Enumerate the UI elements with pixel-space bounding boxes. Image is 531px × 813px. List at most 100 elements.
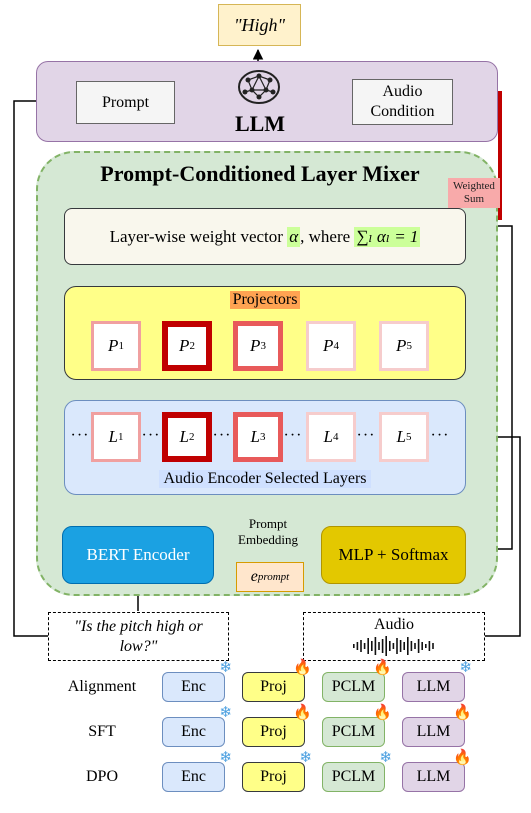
waveform-icon bbox=[304, 635, 484, 657]
where-text: , where bbox=[300, 226, 351, 246]
fire-icon: 🔥 bbox=[373, 660, 392, 676]
encoder-label-wrap: Audio Encoder Selected Layers bbox=[110, 468, 420, 490]
audio-input-box: Audio bbox=[303, 612, 485, 661]
ellipsis-3: ··· bbox=[212, 427, 232, 444]
legend-llm-box: LLM❄ bbox=[402, 661, 472, 702]
legend-box-label: Proj bbox=[260, 768, 287, 785]
waveform-bar bbox=[410, 641, 413, 651]
legend-box-label: PCLM bbox=[331, 678, 376, 695]
waveform-bar bbox=[378, 642, 380, 650]
mlp-softmax-box: MLP + Softmax bbox=[321, 526, 466, 584]
mlp-label: MLP + Softmax bbox=[338, 545, 449, 564]
waveform-bar bbox=[432, 643, 434, 649]
waveform-bar bbox=[396, 638, 398, 654]
waveform-bar bbox=[371, 641, 373, 651]
projector-subscript: 5 bbox=[406, 340, 412, 352]
layer-subscript: 5 bbox=[405, 431, 412, 443]
projector-name: P bbox=[396, 336, 407, 355]
fire-icon: 🔥 bbox=[453, 750, 472, 766]
legend-proj-box: Proj🔥 bbox=[242, 661, 312, 702]
layer-subscript: 4 bbox=[332, 431, 339, 443]
legend-box-label: Enc bbox=[181, 768, 206, 785]
fire-icon: 🔥 bbox=[453, 705, 472, 721]
layer-subscript: 1 bbox=[117, 431, 124, 443]
ellipsis-5: ··· bbox=[356, 427, 376, 444]
snowflake-icon: ❄ bbox=[299, 750, 312, 766]
layer-name: L bbox=[108, 427, 118, 446]
fire-icon: 🔥 bbox=[293, 660, 312, 676]
layer-name: L bbox=[179, 427, 189, 446]
ellipsis-1: ··· bbox=[70, 427, 90, 444]
prompt-label: Prompt bbox=[101, 93, 150, 111]
legend-enc-box: Enc❄ bbox=[162, 661, 232, 702]
waveform-bar bbox=[360, 640, 362, 652]
llm-title: LLM bbox=[234, 111, 286, 136]
snowflake-icon: ❄ bbox=[219, 705, 232, 721]
legend-box-label: Enc bbox=[181, 723, 206, 740]
audio-label: Audio bbox=[374, 616, 414, 633]
audio-condition-box: Audio Condition bbox=[352, 79, 453, 125]
waveform-bar bbox=[363, 643, 366, 649]
legend-proj-box: Proj ❄ bbox=[242, 751, 312, 792]
fire-icon: 🔥 bbox=[373, 705, 392, 721]
ellipsis-2: ··· bbox=[141, 427, 161, 444]
legend-llm-box: LLM🔥 bbox=[402, 706, 472, 747]
ellipsis-4: ··· bbox=[283, 427, 303, 444]
snowflake-icon: ❄ bbox=[459, 660, 472, 676]
waveform-bar bbox=[399, 640, 402, 652]
weight-vector-box: Layer-wise weight vector α , where ∑ₗ αₗ… bbox=[64, 208, 466, 265]
projectors-label: Projectors bbox=[229, 291, 301, 309]
ellipsis-6: ··· bbox=[430, 427, 450, 444]
layer-name: L bbox=[396, 427, 406, 446]
waveform-bar bbox=[428, 641, 431, 651]
e-prompt-subscript: prompt bbox=[257, 571, 290, 583]
waveform-bar bbox=[381, 639, 384, 653]
question-text: "Is the pitch high or low?" bbox=[74, 617, 203, 655]
waveform-bar bbox=[367, 638, 369, 654]
projector-name: P bbox=[323, 336, 334, 355]
waveform-bar bbox=[421, 642, 423, 650]
encoder-label: Audio Encoder Selected Layers bbox=[159, 470, 371, 488]
projector-name: P bbox=[108, 336, 119, 355]
sum-constraint: ∑ₗ αₗ = 1 bbox=[354, 226, 421, 247]
output-text: "High" bbox=[233, 14, 286, 35]
legend-stage-label: Alignment bbox=[67, 678, 137, 695]
snowflake-icon: ❄ bbox=[219, 750, 232, 766]
legend-box-label: LLM bbox=[416, 723, 451, 740]
question-box: "Is the pitch high or low?" bbox=[48, 612, 229, 661]
legend-llm-box: LLM🔥 bbox=[402, 751, 472, 792]
layer-subscript: 2 bbox=[188, 431, 195, 443]
waveform-bar bbox=[407, 637, 409, 655]
weight-text: Layer-wise weight vector bbox=[109, 226, 283, 246]
audio-condition-label: Audio Condition bbox=[370, 83, 435, 120]
mixer-title: Prompt-Conditioned Layer Mixer bbox=[100, 161, 420, 186]
projector-subscript: 4 bbox=[333, 340, 339, 352]
projector-subscript: 1 bbox=[118, 340, 124, 352]
projector-name: P bbox=[179, 336, 190, 355]
legend-pclm-box: PCLM❄ bbox=[322, 751, 392, 792]
legend-enc-box: Enc ❄ bbox=[162, 751, 232, 792]
layer-name: L bbox=[250, 427, 260, 446]
snowflake-icon: ❄ bbox=[219, 660, 232, 676]
bert-label: BERT Encoder bbox=[86, 545, 190, 564]
legend-stage-label: DPO bbox=[85, 768, 118, 785]
projectors-label-wrap: Projectors bbox=[200, 289, 330, 311]
legend-proj-box: Proj🔥 bbox=[242, 706, 312, 747]
layer-subscript: 3 bbox=[259, 431, 266, 443]
waveform-bar bbox=[389, 641, 391, 651]
waveform-bar bbox=[374, 637, 377, 655]
alpha-symbol: α bbox=[287, 226, 301, 247]
waveform-bar bbox=[385, 636, 387, 656]
legend-box-label: PCLM bbox=[331, 723, 376, 740]
legend-box-label: LLM bbox=[416, 768, 451, 785]
prompt-box: Prompt bbox=[76, 81, 175, 124]
brain-icon bbox=[233, 66, 285, 108]
